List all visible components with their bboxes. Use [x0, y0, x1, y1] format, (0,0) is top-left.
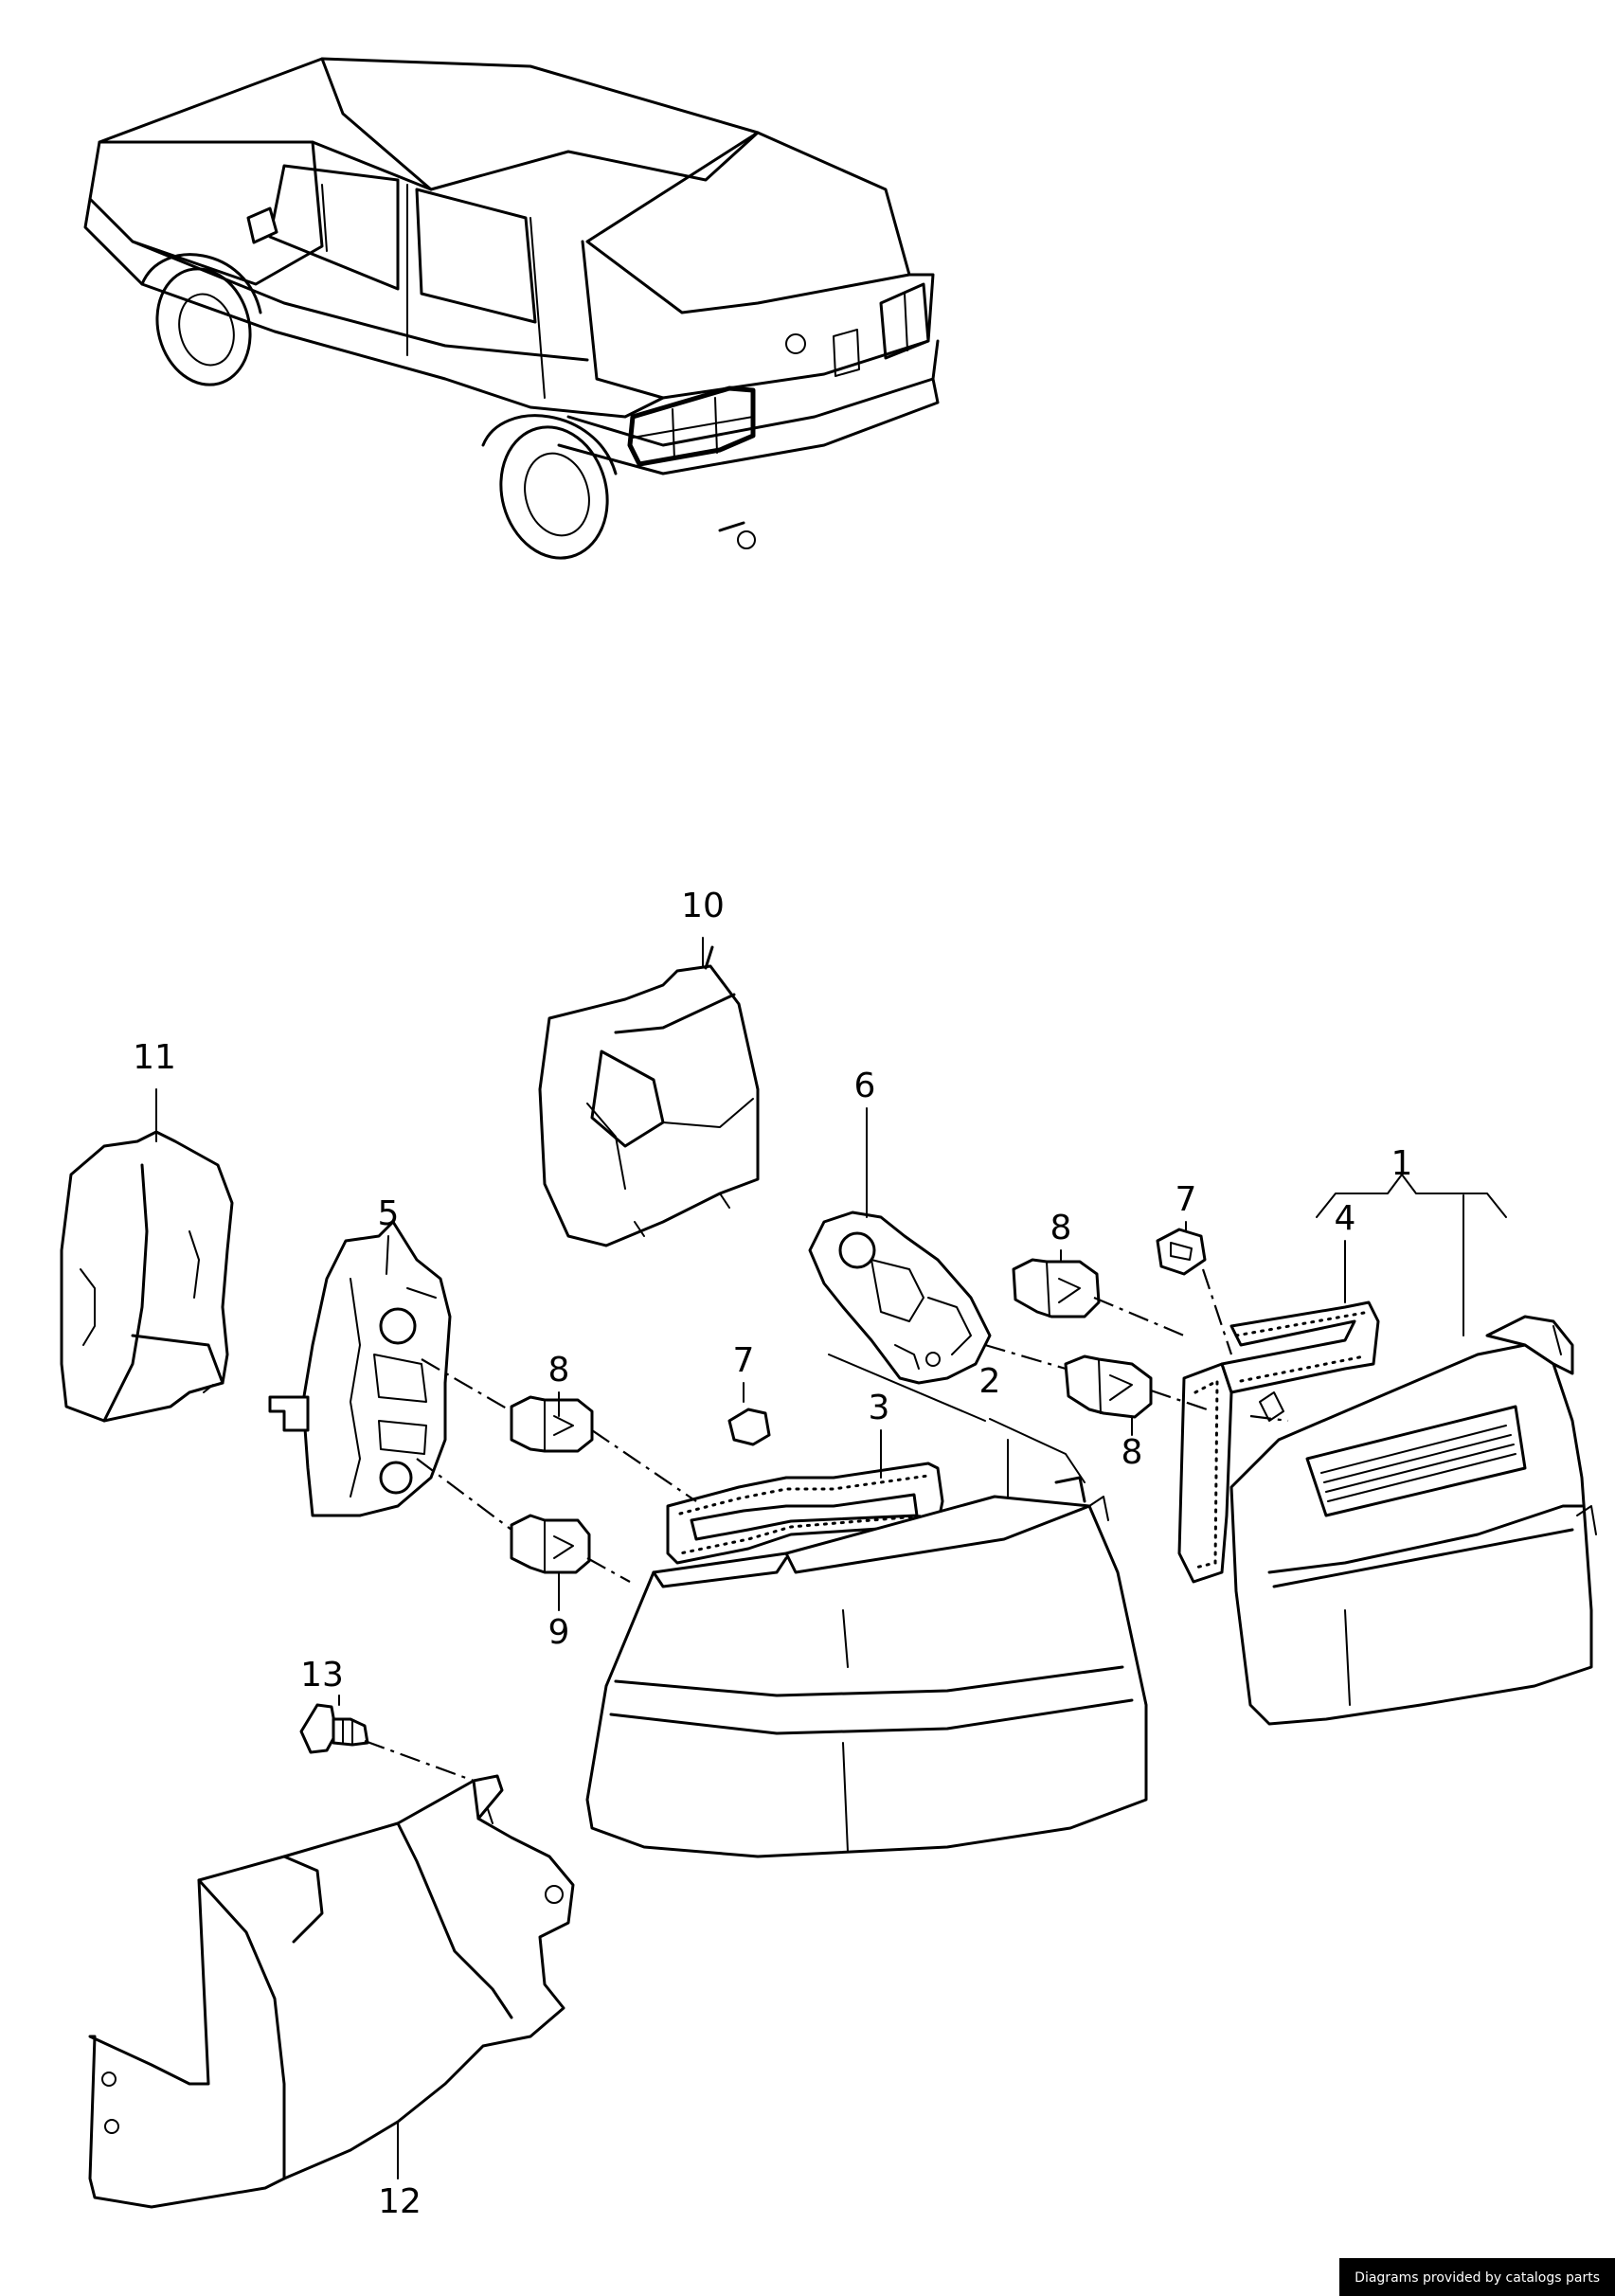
callout-2: 2 — [979, 1362, 1001, 1401]
callout-4: 4 — [1335, 1199, 1356, 1238]
part-5-bulb-holder — [268, 1220, 452, 1517]
callout-leader-lines — [155, 937, 1507, 2179]
bulb-8-lower-right — [1064, 1354, 1153, 1419]
callout-13: 13 — [300, 1656, 344, 1695]
callout-numbers: 10 11 5 6 7 8 1 4 8 7 3 2 8 9 13 12 — [133, 887, 1412, 2221]
callout-8-lower-right: 8 — [1122, 1433, 1143, 1472]
part-3-gasket — [666, 1462, 944, 1565]
assembly-guide-lines — [364, 1268, 1289, 1783]
part-7-nut-hex — [1156, 1228, 1207, 1276]
callout-1: 1 — [1391, 1144, 1413, 1183]
part-1-tail-light-assembly — [1229, 1315, 1597, 1726]
callout-8-left: 8 — [548, 1351, 570, 1390]
diagram-credit-badge: Diagrams provided by catalogs parts — [1339, 2258, 1615, 2296]
callout-7-left: 7 — [733, 1341, 755, 1380]
bulb-9 — [510, 1514, 591, 1574]
part-13-screw — [299, 1703, 369, 1754]
callout-10: 10 — [681, 887, 725, 925]
part-10-shield — [538, 945, 760, 1247]
part-12-cover — [88, 1774, 575, 2209]
callout-9: 9 — [548, 1613, 570, 1652]
car-overview — [83, 57, 940, 560]
part-4-gasket — [1177, 1300, 1380, 1584]
bulb-8-upper-right — [1012, 1258, 1101, 1318]
callout-8-upper-right: 8 — [1050, 1209, 1072, 1247]
part-2-tail-light-lens — [585, 1476, 1148, 1858]
callout-11: 11 — [133, 1038, 176, 1077]
callout-3: 3 — [869, 1389, 890, 1427]
callout-5: 5 — [378, 1194, 400, 1233]
callout-6: 6 — [854, 1067, 876, 1105]
callout-12: 12 — [378, 2182, 422, 2221]
part-7-nut-small — [727, 1408, 771, 1446]
bulb-8-left — [510, 1395, 594, 1453]
callout-7-right: 7 — [1175, 1180, 1197, 1219]
part-11-shield — [60, 1130, 234, 1423]
